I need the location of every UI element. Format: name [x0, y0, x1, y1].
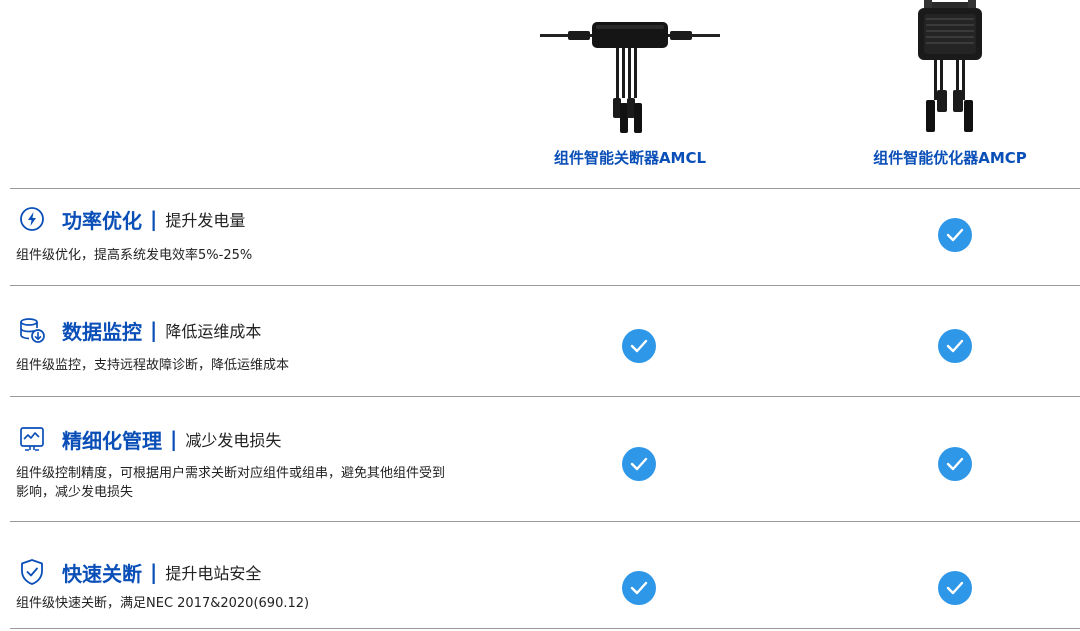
check-icon-amcp — [938, 329, 972, 363]
check-icon-amcp — [938, 218, 972, 252]
product-name-amcl: 组件智能关断器AMCL — [553, 149, 707, 167]
feature-row-power-optimization: 功率优化 | 提升发电量 组件级优化，提高系统发电效率5%-25% — [0, 189, 1080, 285]
lightning-icon — [16, 203, 48, 235]
product-header: 组件智能关断器AMCL 组件智能优化器AMCP — [0, 0, 1080, 188]
feature-name: 快速关断 — [62, 561, 142, 586]
check-icon-amcp — [938, 571, 972, 605]
feature-title: 精细化管理 | 减少发电损失 — [16, 423, 281, 455]
product-amcl: 组件智能关断器AMCL — [530, 0, 730, 188]
feature-separator: | — [150, 207, 158, 231]
shield-check-icon — [16, 556, 48, 588]
feature-name: 精细化管理 — [62, 428, 162, 453]
feature-description: 组件级监控，支持远程故障诊断，降低运维成本 — [16, 358, 290, 373]
divider — [10, 188, 1080, 189]
feature-title: 功率优化 | 提升发电量 — [16, 203, 245, 235]
product-amcp: 组件智能优化器AMCP — [840, 0, 1060, 188]
feature-separator: | — [150, 318, 158, 342]
amcl-device-image — [540, 22, 720, 133]
feature-description: 组件级优化，提高系统发电效率5%-25% — [16, 248, 253, 263]
feature-separator: | — [170, 427, 178, 451]
divider — [10, 521, 1080, 522]
feature-subtitle: 提升发电量 — [165, 211, 246, 230]
divider — [10, 285, 1080, 286]
feature-title: 数据监控 | 降低运维成本 — [16, 314, 261, 346]
check-icon-amcl — [622, 571, 656, 605]
divider — [10, 396, 1080, 397]
feature-name: 数据监控 — [62, 319, 142, 344]
product-name-amcp: 组件智能优化器AMCP — [873, 149, 1027, 167]
feature-row-fine-management: 精细化管理 | 减少发电损失 组件级控制精度，可根据用户需求关断对应组件或组串，… — [0, 397, 1080, 521]
check-icon-amcp — [938, 447, 972, 481]
check-icon-amcl — [622, 329, 656, 363]
feature-row-rapid-shutdown: 快速关断 | 提升电站安全 组件级快速关断，满足NEC 2017&2020(69… — [0, 522, 1080, 628]
feature-description: 组件级快速关断，满足NEC 2017&2020(690.12) — [16, 596, 310, 611]
feature-separator: | — [150, 560, 158, 584]
divider — [10, 628, 1080, 629]
feature-subtitle: 减少发电损失 — [185, 431, 282, 450]
monitor-chart-icon — [16, 423, 48, 455]
database-download-icon — [16, 314, 48, 346]
feature-subtitle: 降低运维成本 — [165, 322, 262, 341]
feature-description: 组件级控制精度，可根据用户需求关断对应组件或组串，避免其他组件受到影响，减少发电… — [16, 466, 446, 500]
feature-subtitle: 提升电站安全 — [165, 564, 262, 583]
feature-row-data-monitoring: 数据监控 | 降低运维成本 组件级监控，支持远程故障诊断，降低运维成本 — [0, 286, 1080, 396]
feature-title: 快速关断 | 提升电站安全 — [16, 556, 261, 588]
check-icon-amcl — [622, 447, 656, 481]
feature-name: 功率优化 — [62, 208, 142, 233]
amcp-device-image — [918, 0, 982, 132]
